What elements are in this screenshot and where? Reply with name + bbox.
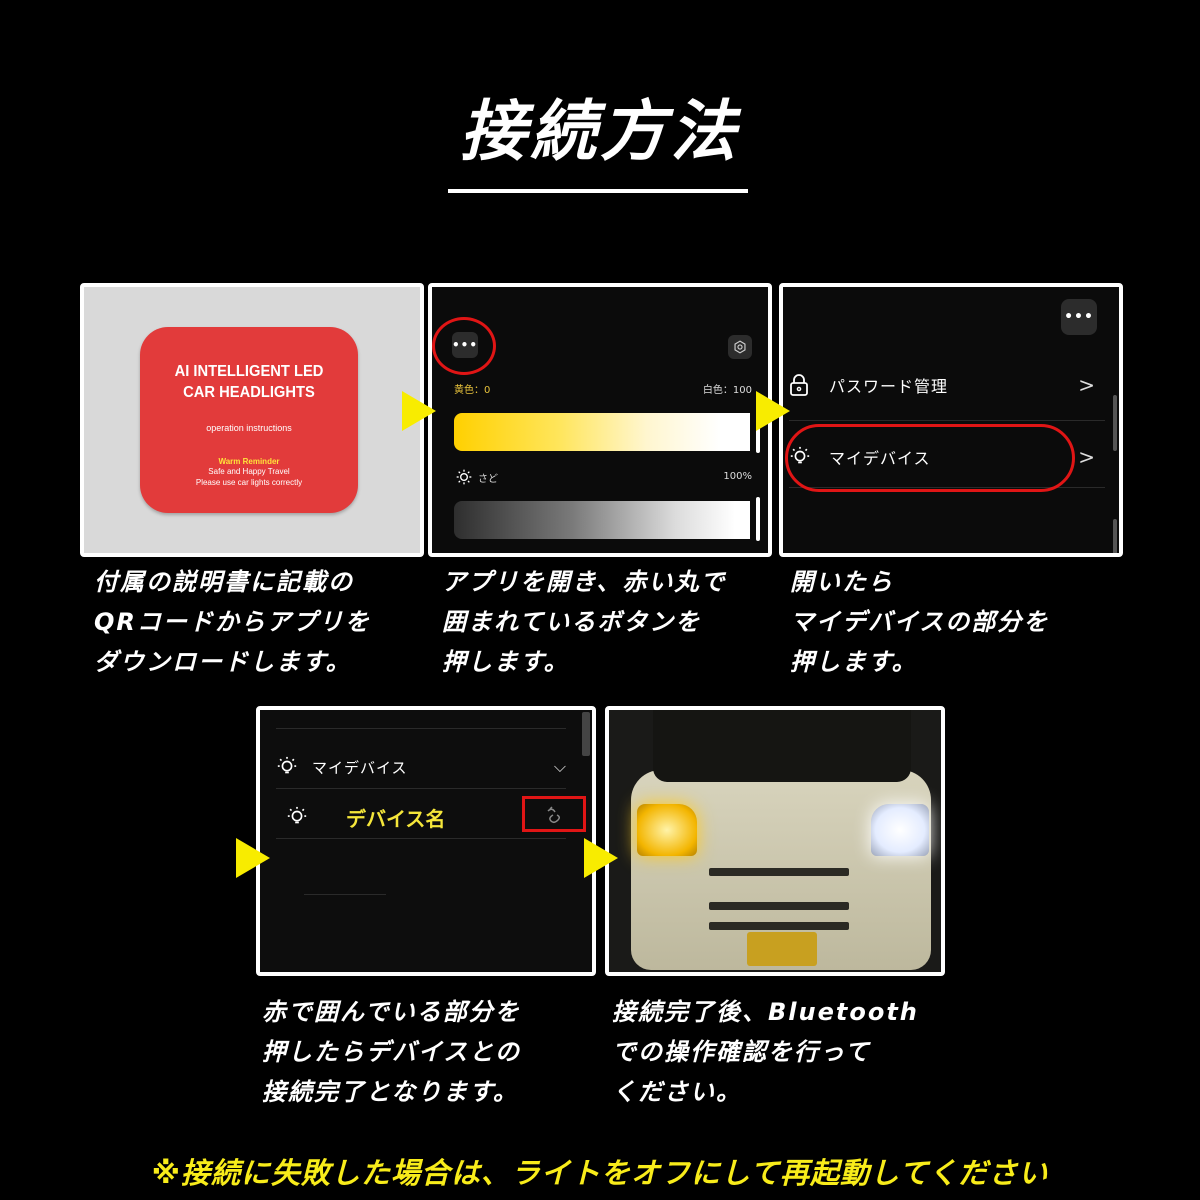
menu-item-password[interactable]: パスワード管理 >	[789, 365, 1099, 405]
settings-button[interactable]	[728, 335, 752, 359]
sun-icon	[456, 469, 472, 485]
divider	[276, 838, 566, 839]
arrow-right-icon	[402, 391, 436, 431]
arrow-right-icon	[236, 838, 270, 878]
menu-item-label: マイデバイス	[829, 449, 931, 468]
device-name: デバイス名	[346, 806, 446, 831]
white-value-label: 白色：100	[702, 385, 752, 396]
step4-device-list: マイデバイス ⌵ デバイス名	[256, 706, 596, 976]
step5-car-photo	[605, 706, 945, 976]
my-devices-section-header[interactable]: マイデバイス ⌵	[276, 752, 566, 782]
chevron-right-icon: >	[1078, 373, 1095, 397]
step5-caption: 接続完了後、Bluetooth での操作確認を行って ください。	[612, 998, 919, 1106]
step2-app-screen: ••• 黄色：0 白色：100 さど 100%	[428, 283, 772, 557]
step4-caption: 赤で囲んでいる部分を 押したらデバイスとの 接続完了となります。	[262, 998, 522, 1106]
page-title: 接続方法	[460, 93, 740, 170]
highlight-rectangle	[522, 796, 586, 832]
scrollbar[interactable]	[1113, 395, 1117, 451]
connect-button[interactable]	[544, 806, 564, 828]
section-label: マイデバイス	[312, 758, 408, 777]
title-underline	[448, 189, 748, 193]
step1-caption: 付属の説明書に記載の QRコードからアプリを ダウンロードします。	[94, 568, 371, 676]
divider	[304, 894, 386, 895]
car-windshield	[653, 710, 911, 782]
gear-icon	[734, 340, 746, 354]
headlight-yellow	[637, 804, 697, 856]
yellow-value-label: 黄色：0	[454, 385, 491, 396]
menu-item-label: パスワード管理	[829, 377, 949, 396]
bulb-icon	[287, 806, 307, 824]
footer-note: ※接続に失敗した場合は、ライトをオフにして再起動してください	[151, 1156, 1049, 1190]
chevron-down-icon: ⌵	[553, 757, 566, 776]
scrollbar[interactable]	[1113, 519, 1117, 553]
scrollbar[interactable]	[582, 712, 590, 756]
arrow-right-icon	[584, 838, 618, 878]
divider	[276, 788, 566, 789]
brightness-slider-handle[interactable]	[756, 497, 760, 541]
brightness-value: 100%	[723, 471, 752, 482]
device-row[interactable]: デバイス名	[286, 800, 576, 834]
brightness-label: さど	[478, 473, 498, 485]
more-menu-button[interactable]: •••	[1061, 299, 1097, 335]
divider	[789, 487, 1105, 488]
step1-manual-photo: AI INTELLIGENT LED CAR HEADLIGHTS operat…	[80, 283, 424, 557]
step3-caption: 開いたら マイデバイスの部分を 押します。	[790, 568, 1050, 676]
divider	[789, 420, 1105, 421]
color-temperature-slider[interactable]	[454, 413, 750, 451]
link-icon	[547, 806, 561, 824]
card-subtitle: operation instructions	[206, 423, 292, 433]
lock-icon	[790, 374, 808, 396]
color-slider-handle[interactable]	[756, 409, 760, 453]
license-plate	[747, 932, 817, 966]
card-title-line1: AI INTELLIGENT LED	[174, 363, 324, 380]
chevron-right-icon: >	[1078, 445, 1095, 469]
divider	[276, 728, 566, 729]
instruction-card: AI INTELLIGENT LED CAR HEADLIGHTS operat…	[140, 327, 358, 513]
card-warm-reminder: Warm Reminder	[218, 457, 280, 466]
card-line2: Please use car lights correctly	[195, 478, 303, 487]
highlight-oval	[785, 424, 1075, 492]
step3-menu-screen: ••• パスワード管理 > マイデバイス >	[779, 283, 1123, 557]
highlight-circle	[432, 317, 496, 375]
arrow-right-icon	[756, 391, 790, 431]
step2-caption: アプリを開き、赤い丸で 囲まれているボタンを 押します。	[442, 568, 727, 676]
headlight-white	[871, 804, 929, 856]
brightness-slider[interactable]	[454, 501, 750, 539]
bulb-icon	[277, 756, 297, 774]
card-line1: Safe and Happy Travel	[208, 467, 290, 476]
card-title-line2: CAR HEADLIGHTS	[183, 384, 315, 401]
